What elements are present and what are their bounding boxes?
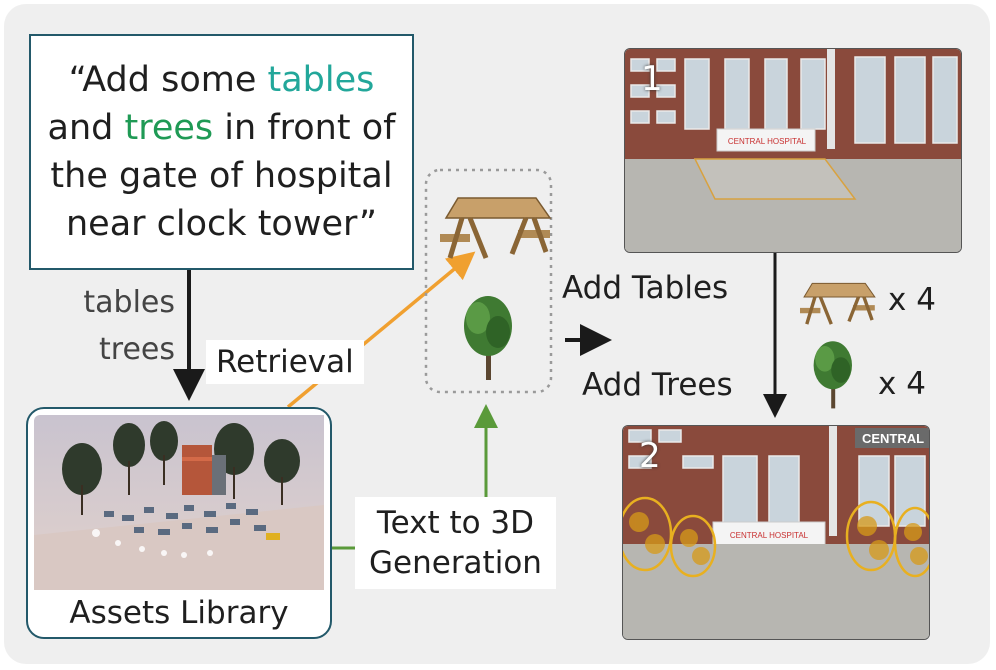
picnic-table-icon	[440, 197, 552, 259]
prompt-word-trees: trees	[124, 108, 214, 148]
scene-1-image: CENTRAL HOSPITAL	[625, 49, 961, 252]
add-trees-label: Add Trees	[582, 367, 733, 403]
scene-2-number: 2	[639, 436, 661, 476]
retrieval-label: Retrieval	[206, 340, 364, 384]
query-label-trees: trees	[99, 332, 175, 367]
tree-count: x 4	[878, 366, 926, 402]
prompt-tail: in front of the gate of hospital near cl…	[50, 108, 396, 244]
hospital-sign-1: CENTRAL HOSPITAL	[728, 137, 807, 146]
retrieval-arrow	[286, 251, 476, 409]
prompt-box: “Add some tables and trees in front of t…	[29, 34, 414, 270]
small-picnic-table-icon	[800, 282, 876, 325]
tree-icon	[464, 296, 512, 380]
prompt-word-tables: tables	[267, 60, 375, 100]
text-to-3d-label: Text to 3D Generation	[355, 497, 556, 589]
candidate-assets-box	[424, 168, 553, 394]
scene-2-render: CENTRAL CENTRAL HOSPITAL 2	[622, 425, 930, 640]
prompt-text: “Add some tables and trees in front of t…	[41, 56, 402, 248]
scene-1-number: 1	[641, 59, 663, 99]
prompt-open: “Add some	[68, 60, 268, 100]
scene-2-image: CENTRAL CENTRAL HOSPITAL	[623, 426, 929, 639]
hospital-sign-2: CENTRAL HOSPITAL	[730, 531, 809, 540]
table-count: x 4	[888, 282, 936, 318]
query-label-tables: tables	[83, 285, 175, 320]
assets-library-label: Assets Library	[69, 595, 289, 631]
scene-1-render: CENTRAL HOSPITAL 1	[624, 48, 962, 253]
assets-library-box: Assets Library	[26, 407, 332, 639]
text-to-3d-line1: Text to 3D	[376, 505, 535, 541]
prompt-mid: and	[47, 108, 125, 148]
scene-2-sign: CENTRAL	[862, 431, 924, 446]
text-to-3d-line2: Generation	[369, 545, 542, 581]
add-tables-label: Add Tables	[562, 270, 729, 306]
small-tree-icon	[813, 341, 852, 409]
assets-library-render	[34, 415, 324, 590]
